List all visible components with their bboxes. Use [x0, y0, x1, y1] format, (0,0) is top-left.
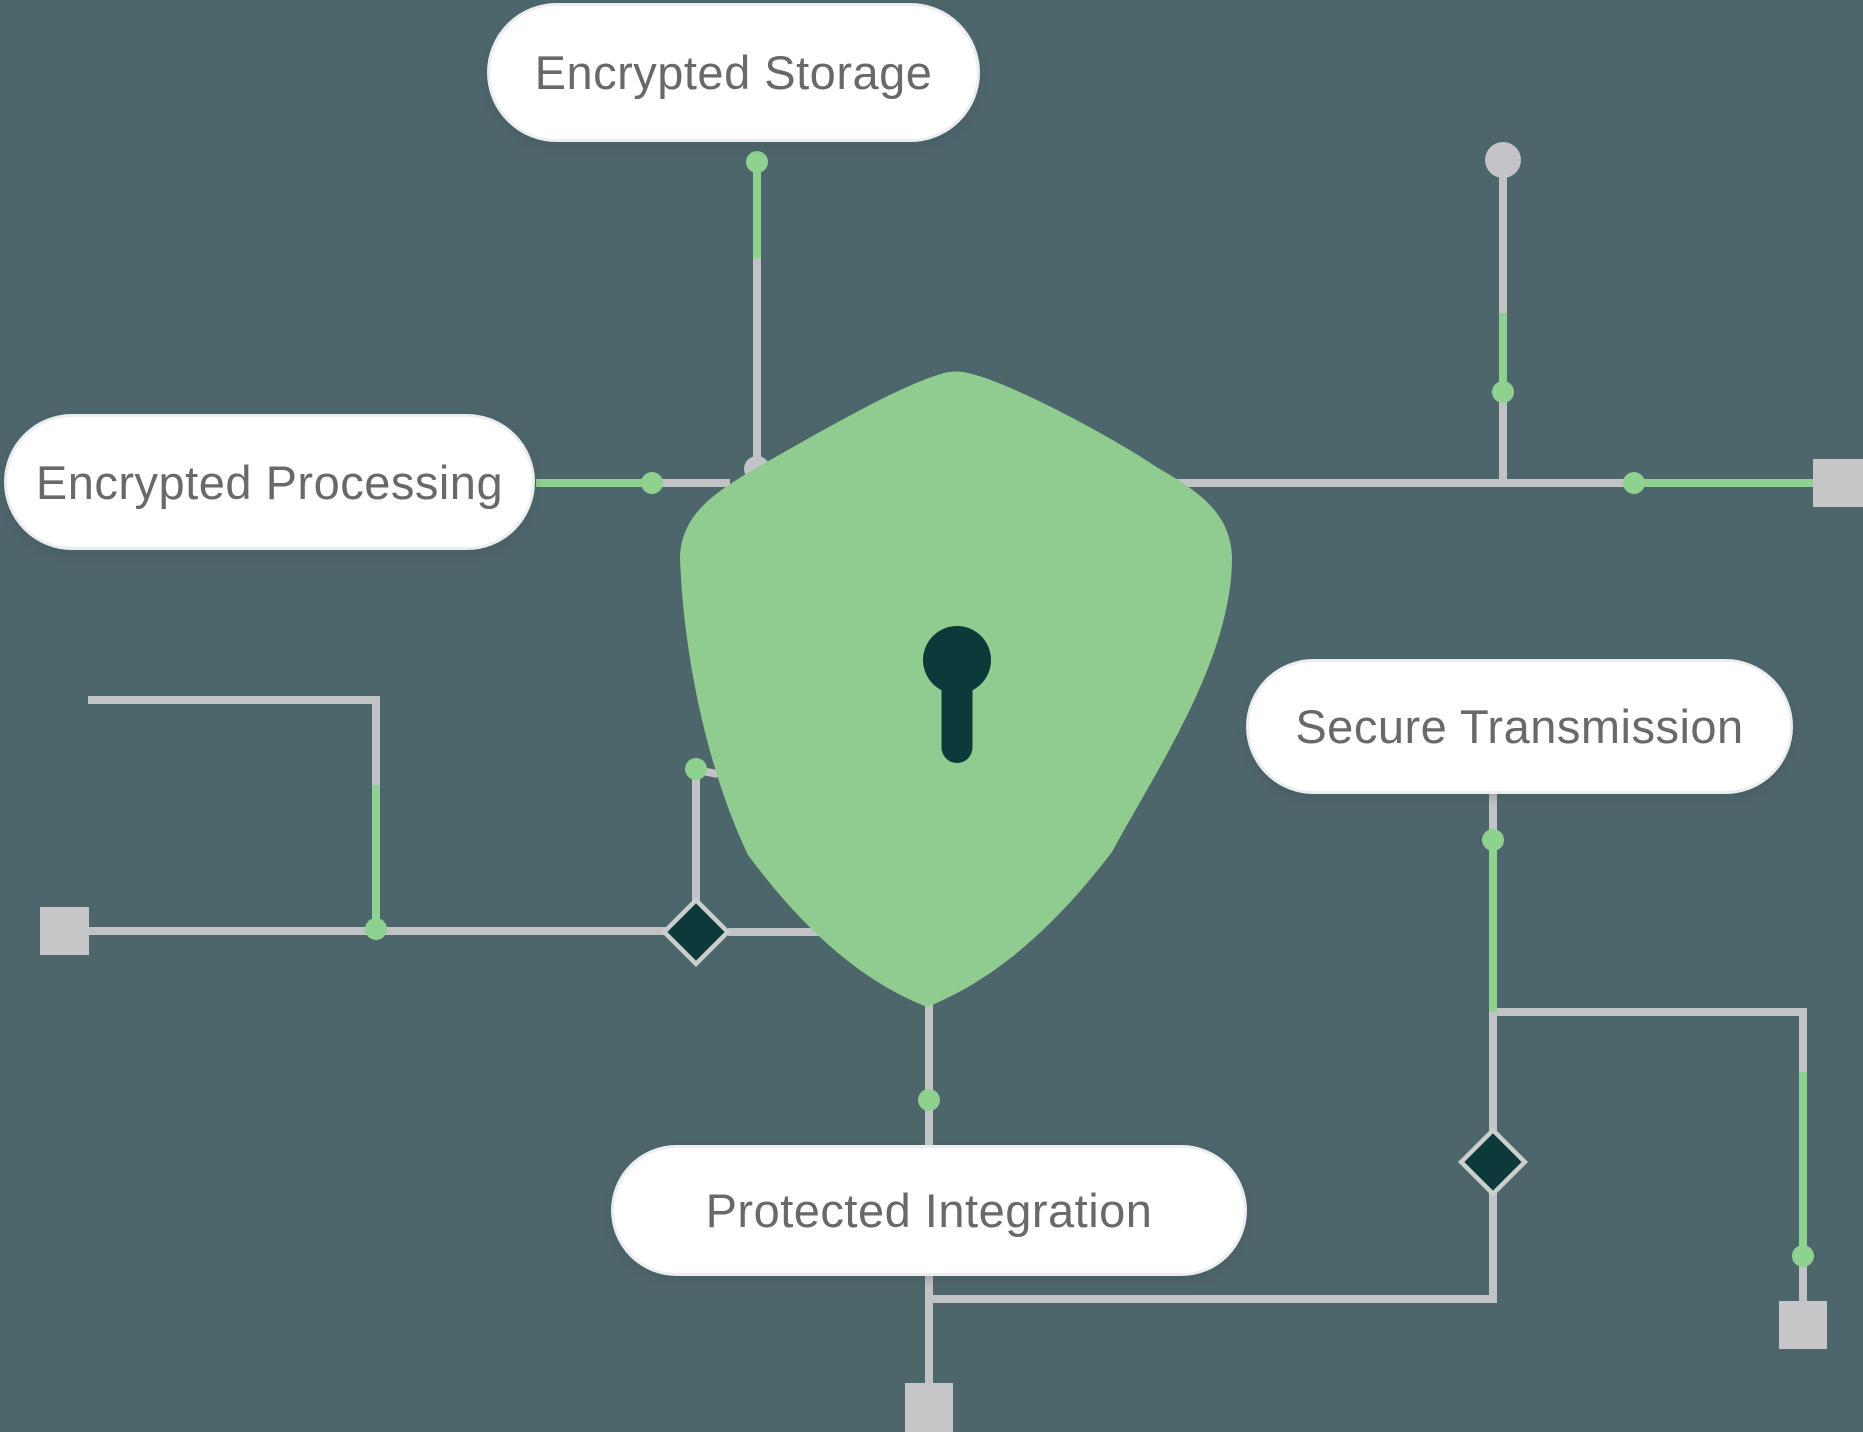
- diamond-nodes: [660, 896, 1529, 1198]
- diamond-node: [660, 896, 732, 968]
- junction-dot: [1792, 1245, 1814, 1267]
- pill-label: Encrypted Processing: [35, 455, 504, 509]
- connector-line: [929, 1192, 1497, 1303]
- endpoint-square: [1779, 1301, 1827, 1349]
- endpoint-square: [905, 1383, 953, 1432]
- keyhole-icon: [923, 626, 991, 763]
- junction-dot: [918, 1089, 940, 1111]
- label-pill-protected-integration: Protected Integration: [611, 1145, 1247, 1276]
- junction-dot: [746, 151, 768, 173]
- junction-dot: [365, 918, 387, 940]
- label-pill-secure-transmission: Secure Transmission: [1246, 659, 1793, 794]
- connector-line: [1493, 1008, 1807, 1072]
- pill-label: Protected Integration: [705, 1184, 1153, 1237]
- pill-label: Secure Transmission: [1295, 700, 1744, 753]
- endpoint-square: [1813, 459, 1863, 507]
- endpoint-squares: [40, 459, 1863, 1432]
- endpoint-square: [40, 907, 89, 955]
- green-junction-dots: [365, 151, 1814, 1267]
- connector-line: [88, 696, 380, 788]
- diamond-node: [1457, 1126, 1529, 1198]
- junction-dot: [641, 472, 663, 494]
- junction-dot: [1492, 381, 1514, 403]
- label-pill-encrypted-storage: Encrypted Storage: [487, 3, 980, 142]
- pill-label: Encrypted Storage: [534, 46, 933, 99]
- connector-lines-green: [372, 164, 1816, 1256]
- junction-dot: [685, 758, 707, 780]
- junction-dot: [1623, 472, 1645, 494]
- junction-dot: [1482, 829, 1504, 851]
- label-pill-encrypted-processing: Encrypted Processing: [4, 414, 535, 550]
- gray-node-dot: [1485, 142, 1521, 178]
